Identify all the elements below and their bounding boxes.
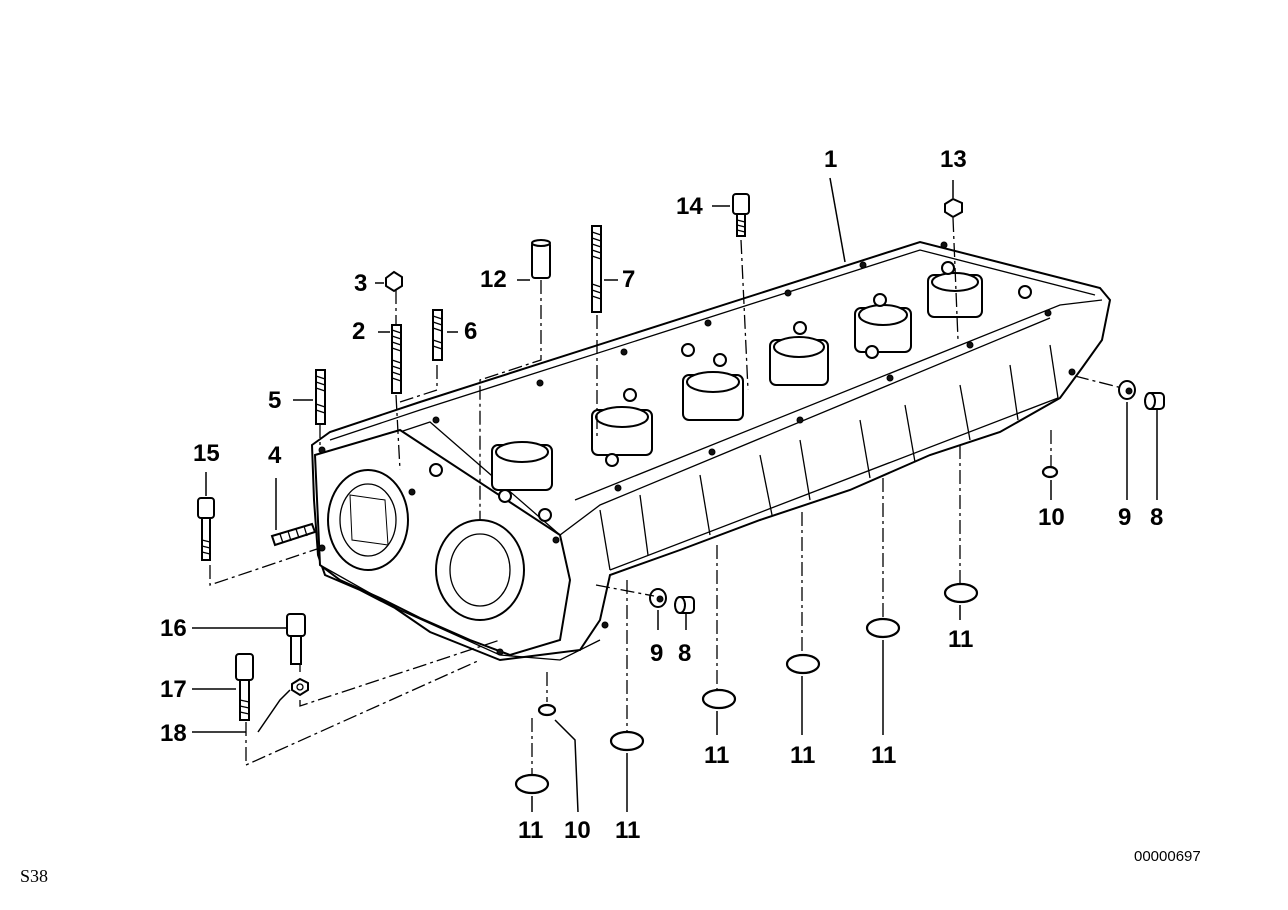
callout-part-14: 14 — [676, 193, 703, 220]
plug-part-8-rear — [1144, 392, 1165, 410]
callout-part-18: 18 — [160, 720, 187, 747]
bolt-part-14 — [732, 193, 750, 237]
stud-part-5 — [315, 369, 326, 425]
callout-part-4: 4 — [268, 442, 282, 469]
corner-code: S38 — [20, 866, 49, 886]
stud-part-4 — [270, 522, 317, 547]
callout-part-2: 2 — [352, 318, 366, 345]
nut-part-3 — [385, 270, 403, 293]
stud-part-2 — [391, 324, 402, 394]
nut-part-13 — [944, 197, 963, 219]
bolt-part-16 — [286, 613, 306, 665]
o-ring-part-11-a — [514, 773, 550, 795]
o-ring-part-11-e — [865, 617, 901, 639]
callout-part-10-right: 10 — [1038, 504, 1065, 531]
washer-part-18 — [291, 677, 309, 697]
callout-part-8-front: 8 — [678, 640, 692, 667]
o-ring-part-11-f — [943, 582, 979, 604]
callout-part-15: 15 — [193, 440, 220, 467]
plug-part-8-front — [674, 596, 695, 614]
bolt-part-17 — [235, 653, 254, 721]
o-ring-part-10-right — [1041, 465, 1059, 479]
callout-part-17: 17 — [160, 676, 187, 703]
callout-part-11-e: 11 — [871, 742, 897, 769]
callout-part-9-front: 9 — [650, 640, 664, 667]
o-ring-part-10-left — [537, 703, 557, 717]
callout-part-9-rear: 9 — [1118, 504, 1132, 531]
cylinder-head — [310, 240, 1112, 662]
callout-part-1: 1 — [824, 146, 838, 173]
callout-part-8-rear: 8 — [1150, 504, 1164, 531]
washer-part-9-rear — [1118, 380, 1136, 400]
o-ring-part-11-b — [609, 730, 645, 752]
callout-part-7: 7 — [622, 266, 636, 293]
stud-part-7 — [591, 225, 602, 313]
washer-part-9-front — [649, 588, 667, 608]
callout-part-5: 5 — [268, 387, 282, 414]
callout-part-16: 16 — [160, 615, 187, 642]
callout-part-12: 12 — [480, 266, 507, 293]
callout-part-11-b: 11 — [615, 817, 641, 844]
sleeve-part-12 — [531, 239, 551, 279]
callout-part-11-d: 11 — [790, 742, 816, 769]
image-code: 00000697 — [1134, 848, 1201, 865]
stud-part-6 — [432, 309, 443, 361]
callout-part-10-left: 10 — [564, 817, 591, 844]
callout-part-11-c: 11 — [704, 742, 730, 769]
o-ring-part-11-d — [785, 653, 821, 675]
assembly-lines — [209, 217, 1123, 774]
callout-part-13: 13 — [940, 146, 967, 173]
o-ring-part-11-c — [701, 688, 737, 710]
callout-part-6: 6 — [464, 318, 478, 345]
callout-part-11-f: 11 — [948, 626, 974, 653]
callout-part-11-a: 11 — [518, 817, 544, 844]
leader-lines — [192, 177, 1158, 813]
bolt-part-15 — [197, 497, 215, 561]
callout-part-3: 3 — [354, 270, 368, 297]
